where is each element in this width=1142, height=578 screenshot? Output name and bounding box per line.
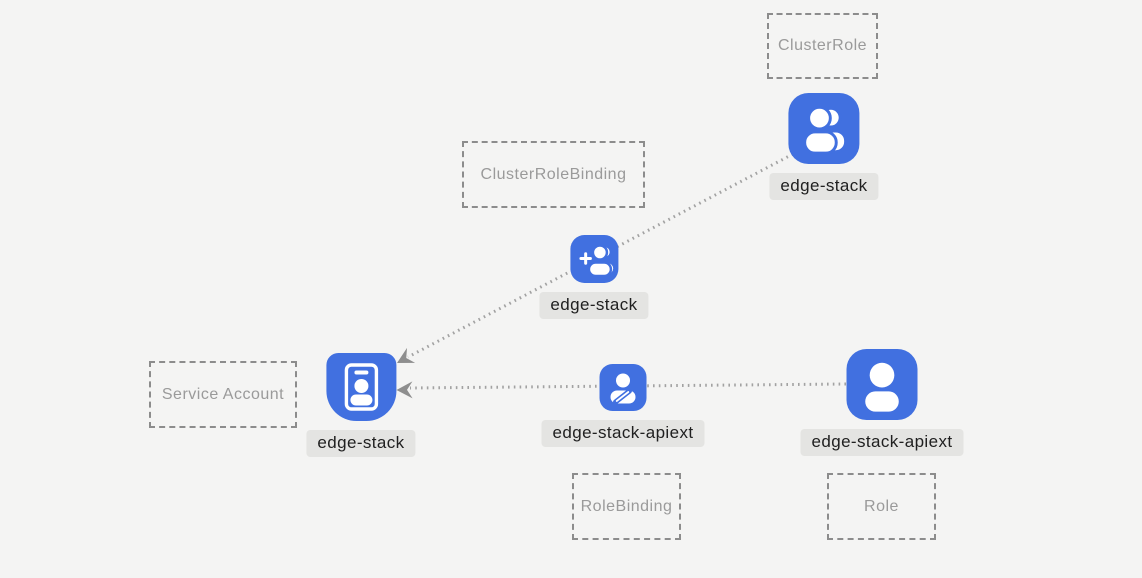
node-label: edge-stack-apiext xyxy=(541,420,705,447)
person-add-icon xyxy=(578,244,616,278)
person-edit-icon xyxy=(610,373,636,405)
type-box-rolebinding: RoleBinding xyxy=(572,473,681,540)
node-serviceaccount: edge-stack xyxy=(306,353,416,457)
node-label: edge-stack-apiext xyxy=(800,429,964,456)
node-label: edge-stack xyxy=(539,292,649,319)
node-role: edge-stack-apiext xyxy=(800,349,964,456)
rolebinding-node-tile[interactable] xyxy=(599,364,647,411)
node-label: edge-stack xyxy=(306,430,416,457)
serviceaccount-node-tile[interactable] xyxy=(325,353,396,421)
type-box-label: Role xyxy=(864,497,899,515)
node-label: edge-stack xyxy=(769,173,879,200)
type-box-clusterrole: ClusterRole xyxy=(767,13,878,79)
type-box-label: Service Account xyxy=(161,385,285,403)
group-icon xyxy=(803,105,848,155)
clusterrolebinding-node-tile[interactable] xyxy=(569,235,618,283)
id-badge-icon xyxy=(344,363,378,411)
node-clusterrolebinding: edge-stack xyxy=(539,235,649,319)
type-box-clusterrolebinding: ClusterRoleBinding xyxy=(462,141,645,208)
type-box-role: Role xyxy=(827,473,936,540)
node-rolebinding: edge-stack-apiext xyxy=(541,364,705,447)
type-box-label: RoleBinding xyxy=(580,497,673,515)
arrowhead-icon xyxy=(396,381,413,399)
type-box-label: ClusterRole xyxy=(777,37,868,54)
type-box-label: ClusterRoleBinding xyxy=(480,165,627,183)
clusterrole-node-tile[interactable] xyxy=(788,93,860,164)
person-icon xyxy=(865,362,899,412)
node-clusterrole: edge-stack xyxy=(769,93,879,200)
type-box-serviceaccount: Service Account xyxy=(149,361,297,428)
role-node-tile[interactable] xyxy=(846,349,918,420)
arrowhead-icon xyxy=(397,347,416,363)
